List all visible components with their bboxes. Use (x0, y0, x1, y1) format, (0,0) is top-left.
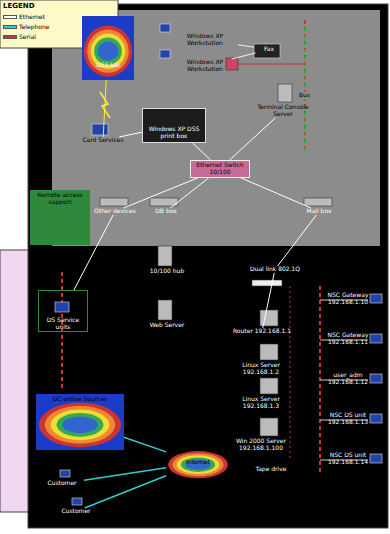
node-label: DSS-lab (82, 62, 134, 69)
workstation: NSC Gateway 192.168.1.10 (324, 292, 372, 306)
mail-box: Mail box (294, 208, 344, 215)
node-label: Remote access support (30, 192, 90, 206)
service-units-box: DS Service units (38, 290, 88, 332)
node-label: UC online Sources (36, 396, 124, 403)
node-label: DB box (142, 208, 190, 215)
network-link (278, 215, 317, 266)
laptop: Card Services (76, 137, 130, 144)
legend-row: Serial (4, 33, 36, 40)
workstation: Windows XP Workstation (172, 33, 238, 47)
workstation: NSC DS unit 192.168.1.13 (324, 412, 372, 426)
network-link (124, 437, 166, 452)
legend-swatch (4, 36, 16, 38)
network-link (238, 45, 254, 47)
node-label: Linux Server 192.168.1.2 (226, 362, 296, 376)
network-link (85, 476, 166, 508)
node-label: Win 2000 Server 192.168.1.100 (226, 438, 296, 452)
node-label: DS Service units (39, 317, 87, 331)
db-box: DB box (142, 208, 190, 215)
network-link (230, 118, 276, 160)
server: Win 2000 Server 192.168.1.100 (226, 438, 296, 452)
node-label: Card Services (76, 137, 130, 144)
legend-row: Ethernet (4, 13, 45, 20)
trunk-link: Dual link 802.1Q (242, 266, 308, 273)
network-link (263, 273, 275, 328)
print-box: Windows XP DSS print box (142, 108, 206, 143)
legend-text: Telephone (19, 23, 49, 30)
cloud-shape (36, 394, 124, 450)
node-label: Dual link 802.1Q (242, 266, 308, 273)
node-label: Web Server (140, 322, 194, 329)
server: Linux Server 192.168.1.2 (226, 362, 296, 376)
node-label: NSC Gateway 192.168.1.10 (324, 292, 372, 306)
network-link (103, 80, 106, 137)
node-label: 10/100 (192, 169, 248, 176)
note-label: LEGEND (3, 2, 34, 10)
node-label: Internet (166, 459, 230, 466)
node-label: Router 192.168.1.1 (230, 328, 294, 335)
fax-device: Fax (254, 46, 284, 53)
network-link (192, 143, 210, 160)
node-label: Windows XP DSS print box (145, 126, 203, 140)
web-server: Web Server (140, 322, 194, 329)
hub: 10/100 hub (144, 268, 190, 275)
workstation: user_adm 192.168.1.12 (324, 372, 372, 386)
legend-text: Ethernet (19, 13, 45, 20)
internet-cloud: Internet (166, 446, 230, 480)
customer: Customer (40, 480, 84, 487)
workstation: Windows XP Workstation (172, 59, 238, 73)
node-label: Windows XP Workstation (172, 33, 238, 47)
node-label: Fax (254, 46, 284, 53)
legend-swatch (4, 26, 16, 28)
node-label: Mail box (294, 208, 344, 215)
cloud-shape (82, 16, 134, 80)
node-label: Tape drive (244, 466, 298, 473)
workstation: NSC Gateway 192.168.1.11 (324, 332, 372, 346)
router: Other devices (90, 208, 140, 215)
server: Router 192.168.1.1 (230, 328, 294, 335)
node-label: Ethernet Switch (192, 162, 248, 169)
node-label: 10/100 hub (144, 268, 190, 275)
network-link (124, 178, 199, 208)
node-label: Customer (40, 480, 84, 487)
network-link (241, 178, 311, 208)
legend-text: Serial (19, 33, 36, 40)
cloud-box: DSS-lab (82, 16, 134, 80)
network-link (232, 53, 256, 59)
network-link (170, 178, 208, 208)
node-label: NSC DS unit 192.168.1.13 (324, 412, 372, 426)
note-label: Bus (298, 92, 311, 99)
network-link (84, 468, 166, 480)
console-server: Terminal Console Server (256, 104, 310, 118)
workstation: NSC DS unit 192.168.1.14 (324, 452, 372, 466)
node-label: NSC Gateway 192.168.1.11 (324, 332, 372, 346)
customer: Customer (54, 508, 98, 515)
node-label: NSC DS unit 192.168.1.14 (324, 452, 372, 466)
node-label: Linux Server 192.168.1.3 (226, 396, 296, 410)
tape-drive: Tape drive (244, 466, 298, 473)
node-label: Customer (54, 508, 98, 515)
cloud-box: UC online Sources (36, 394, 124, 450)
legend-swatch (4, 16, 16, 18)
node-label: Other devices (90, 208, 140, 215)
node-label: user_adm 192.168.1.12 (324, 372, 372, 386)
node-label: Terminal Console Server (256, 104, 310, 118)
server: Linux Server 192.168.1.3 (226, 396, 296, 410)
legend-row: Telephone (4, 23, 49, 30)
remote-access-box: Remote access support (30, 190, 90, 245)
node-label: Windows XP Workstation (172, 59, 238, 73)
ethernet-switch: Ethernet Switch10/100 (190, 160, 250, 178)
